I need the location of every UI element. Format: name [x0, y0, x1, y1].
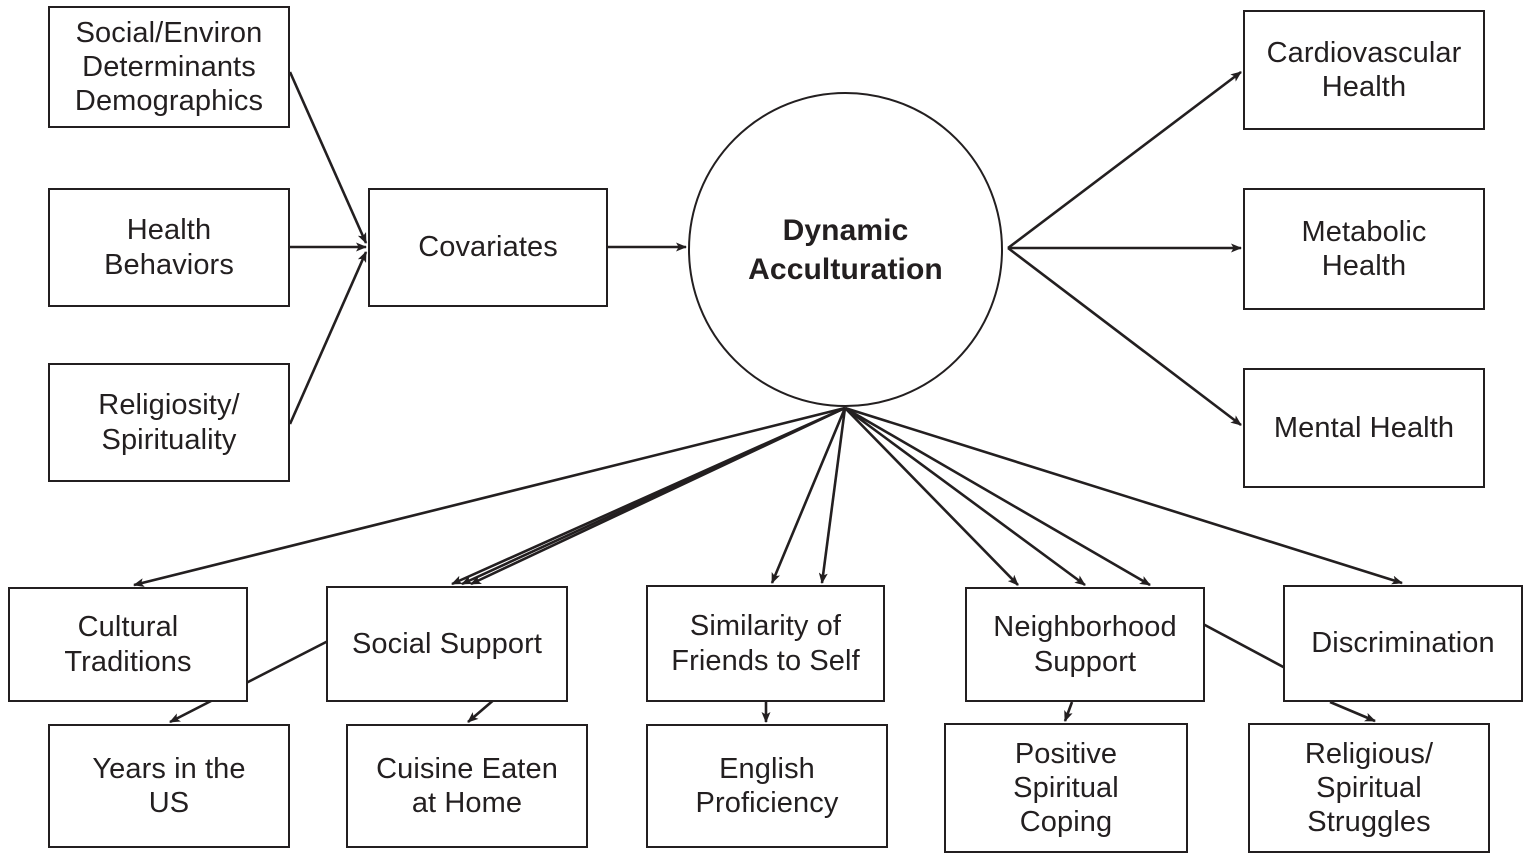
node-label-cultural-traditions: Cultural Traditions — [64, 611, 192, 678]
node-label-social-support: Social Support — [351, 627, 542, 660]
node-label-positive-spiritual-coping: Positive Spiritual Coping — [1013, 737, 1119, 839]
node-neighborhood-support[interactable]: Neighborhood Support — [965, 587, 1205, 702]
edge-acculturation-to-cardiovascular — [1007, 70, 1242, 250]
node-dynamic-acculturation[interactable]: Dynamic Acculturation — [688, 92, 1003, 407]
node-mental-health[interactable]: Mental Health — [1243, 368, 1485, 488]
node-cardiovascular-health[interactable]: Cardiovascular Health — [1243, 10, 1485, 130]
node-label-years-in-us: Years in the US — [92, 752, 246, 819]
node-religious-struggles[interactable]: Religious/ Spiritual Struggles — [1248, 723, 1490, 853]
node-label-cuisine-eaten: Cuisine Eaten at Home — [376, 752, 558, 819]
node-label-health-behaviors: Health Behaviors — [104, 214, 234, 281]
edge-acculturation-to-cuisine-eaten — [470, 406, 846, 586]
node-label-social-environ: Social/Environ Determinants Demographics — [74, 16, 264, 118]
node-cultural-traditions[interactable]: Cultural Traditions — [8, 587, 248, 702]
edge-acculturation-to-english-proficiency — [818, 407, 847, 584]
node-social-environ[interactable]: Social/Environ Determinants Demographics — [48, 6, 290, 128]
node-health-behaviors[interactable]: Health Behaviors — [48, 188, 290, 307]
node-metabolic-health[interactable]: Metabolic Health — [1243, 188, 1485, 310]
edge-social-environ-to-covariates — [288, 71, 368, 244]
edge-acculturation-to-neighborhood-support — [844, 406, 1086, 587]
node-label-mental-health: Mental Health — [1273, 411, 1455, 444]
node-label-covariates: Covariates — [418, 231, 558, 264]
node-years-in-us[interactable]: Years in the US — [48, 724, 290, 848]
edge-acculturation-to-religious-struggles — [844, 406, 1151, 587]
node-label-dynamic-acculturation: Dynamic Acculturation — [748, 213, 943, 286]
edge-discrimination-to-religious-struggles — [1329, 700, 1376, 723]
node-cuisine-eaten[interactable]: Cuisine Eaten at Home — [346, 724, 588, 848]
node-label-neighborhood-support: Neighborhood Support — [993, 611, 1177, 678]
node-similarity-of-friends[interactable]: Similarity of Friends to Self — [646, 585, 885, 702]
node-english-proficiency[interactable]: English Proficiency — [646, 724, 888, 848]
edge-acculturation-to-years-in-us — [461, 406, 846, 586]
node-discrimination[interactable]: Discrimination — [1283, 585, 1523, 702]
edge-acculturation-to-social-support — [451, 406, 846, 586]
node-label-religious-struggles: Religious/ Spiritual Struggles — [1304, 737, 1434, 839]
edge-religiosity-to-covariates — [288, 251, 368, 425]
node-label-metabolic-health: Metabolic Health — [1301, 215, 1427, 282]
node-label-religiosity: Religiosity/ Spirituality — [98, 389, 240, 456]
node-covariates[interactable]: Covariates — [368, 188, 608, 307]
edge-acculturation-to-mental — [1007, 246, 1242, 427]
node-label-discrimination: Discrimination — [1311, 627, 1495, 660]
node-religiosity[interactable]: Religiosity/ Spirituality — [48, 363, 290, 482]
node-label-cardiovascular-health: Cardiovascular Health — [1266, 36, 1462, 103]
node-label-similarity-of-friends: Similarity of Friends to Self — [671, 610, 860, 677]
edge-acculturation-to-positive-coping — [844, 407, 1019, 586]
node-label-english-proficiency: English Proficiency — [695, 752, 839, 819]
edge-neighborhood-to-positive-coping — [1063, 701, 1074, 722]
node-social-support[interactable]: Social Support — [326, 586, 568, 702]
edge-acculturation-to-similarity — [770, 407, 847, 584]
node-positive-spiritual-coping[interactable]: Positive Spiritual Coping — [944, 723, 1188, 853]
